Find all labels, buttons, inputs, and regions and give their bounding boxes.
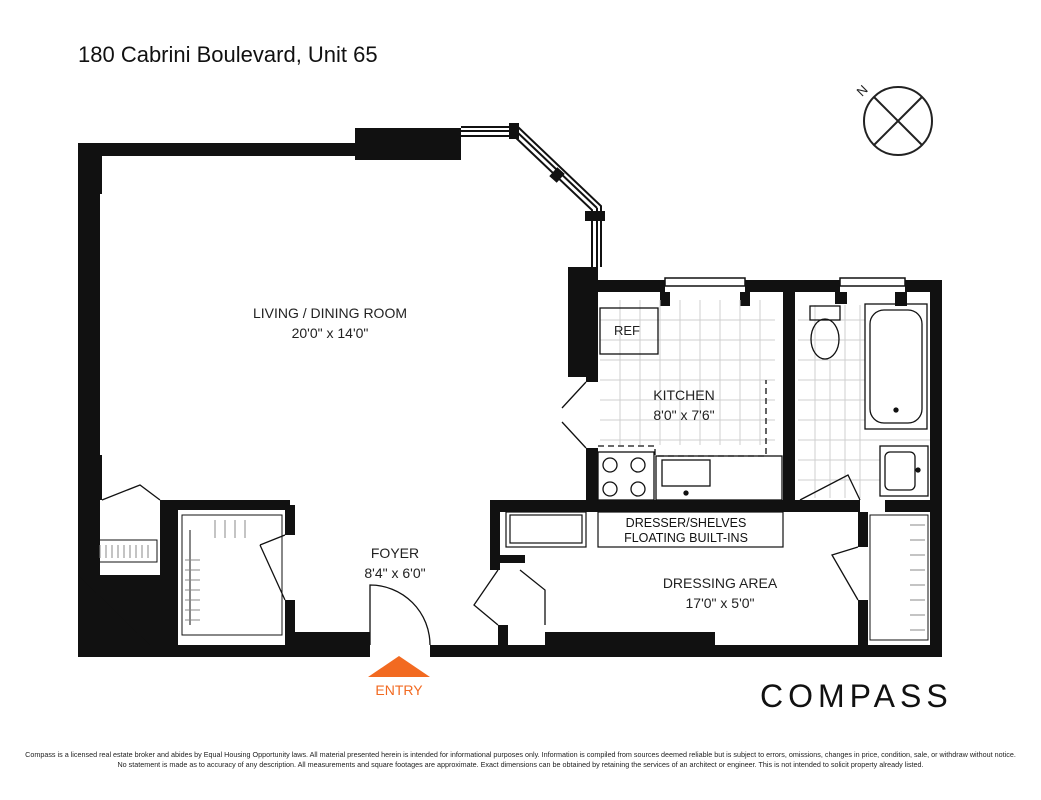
dressing-area-dims: 17'0" x 5'0" [686,595,755,611]
interior-walls [92,292,942,650]
bathroom-fixtures [809,303,929,497]
stove [597,451,655,501]
entry-arrow-icon [368,656,430,677]
bathtub [869,309,923,424]
doors [101,381,861,646]
closet-rods [91,514,929,641]
bay-window [461,123,605,267]
kitchen-sink [661,459,711,487]
legal-disclaimer: Compass is a licensed real estate broker… [25,750,1016,769]
kitchen-tile-floor [600,300,775,445]
listing-title: 180 Cabrini Boulevard, Unit 65 [78,42,378,67]
entry-label: ENTRY [375,682,423,698]
kitchen-dims: 8'0" x 7'6" [653,407,714,423]
north-arrow-icon: N [854,82,933,156]
builtin-label-2: FLOATING BUILT-INS [624,531,748,545]
brand-logo: COMPASS [760,678,953,714]
foyer-name: FOYER [371,545,419,561]
toilet [810,318,840,360]
kitchen-counter [655,455,783,501]
bathroom-tile-floor [798,305,930,498]
living-room-dims: 20'0" x 14'0" [292,325,369,341]
builtin-label-1: DRESSER/SHELVES [626,516,747,530]
exterior-walls [78,128,942,657]
kitchen-name: KITCHEN [653,387,714,403]
dressing-area-name: DRESSING AREA [663,575,778,591]
north-label: N [854,82,871,99]
foyer-dims: 8'4" x 6'0" [364,565,425,581]
refrigerator [599,307,659,355]
windows [664,277,906,287]
builtin-shelves [505,511,784,548]
ref-label: REF [614,323,640,338]
living-room-name: LIVING / DINING ROOM [253,305,407,321]
kitchen-fixtures [597,307,783,501]
bathroom-sink [884,451,916,491]
